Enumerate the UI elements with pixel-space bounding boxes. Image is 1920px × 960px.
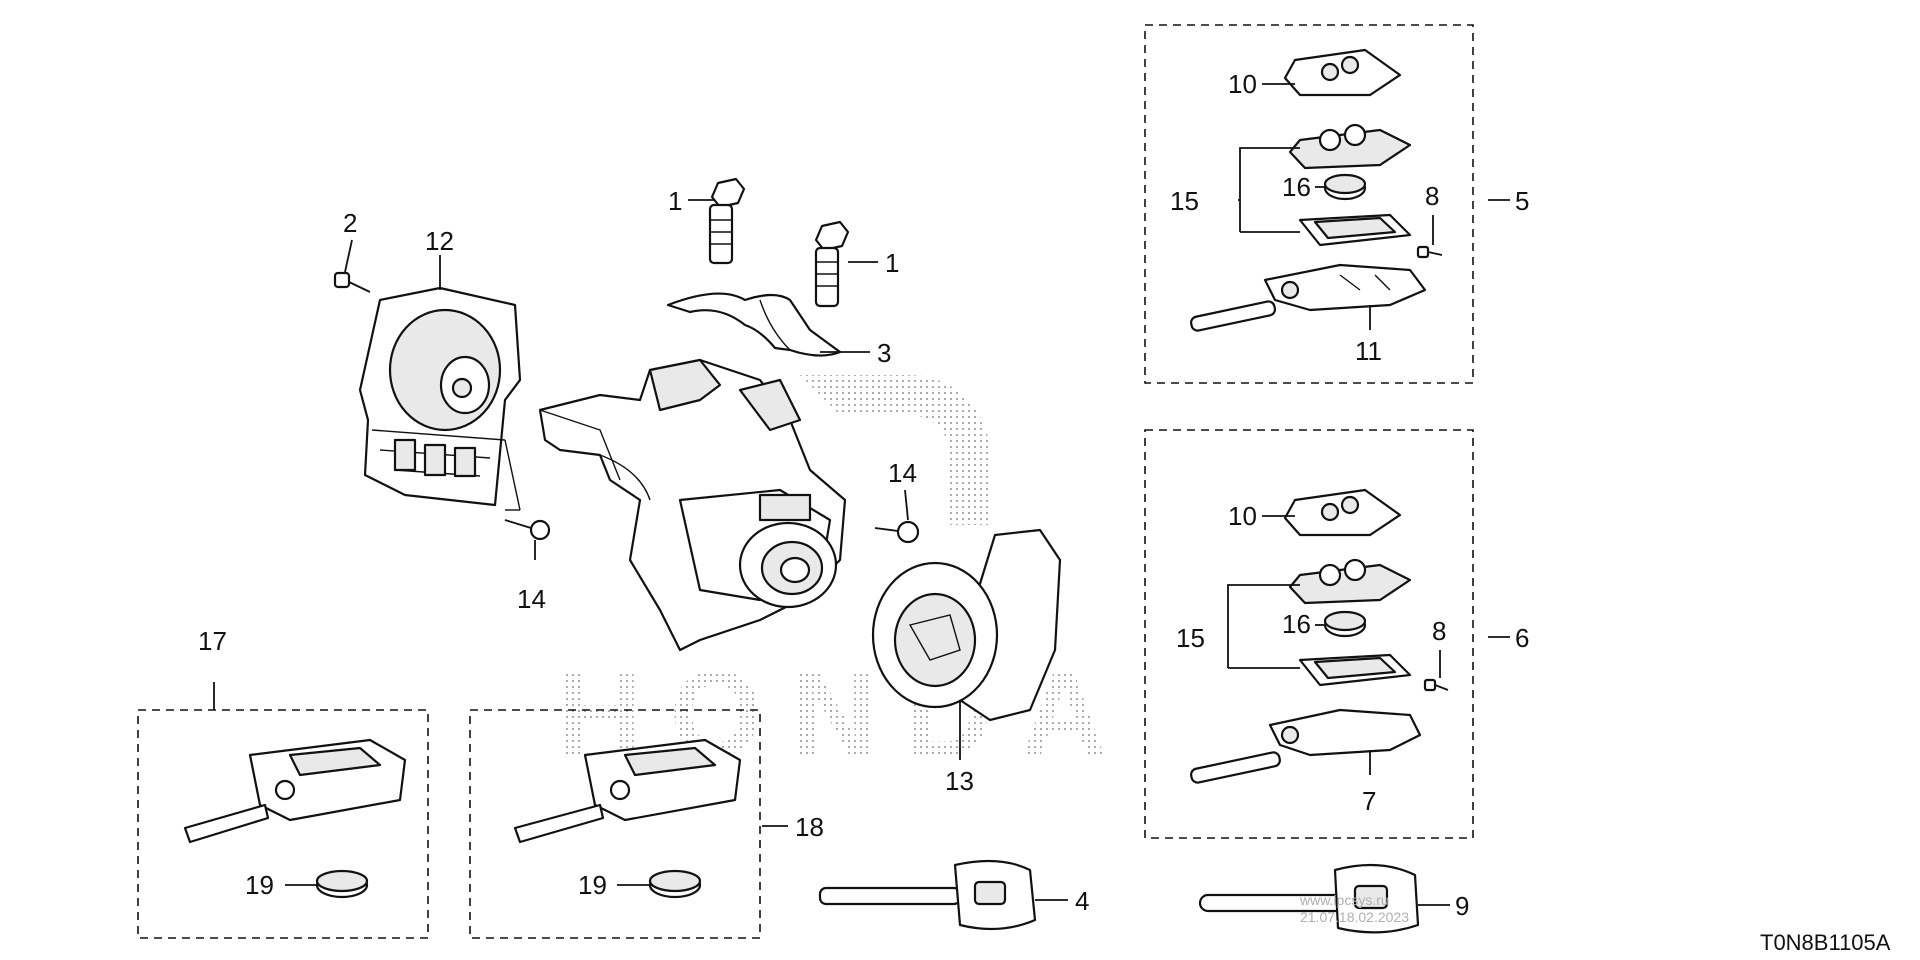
lock-cylinder[interactable] bbox=[738, 521, 838, 609]
callout-16-upper[interactable]: 16 bbox=[1282, 172, 1311, 202]
screw-part-8-top[interactable] bbox=[1416, 245, 1443, 259]
callout-15-upper[interactable]: 15 bbox=[1170, 186, 1199, 216]
leader-lines bbox=[213, 83, 1510, 906]
battery-part-19-right[interactable] bbox=[648, 869, 702, 899]
callout-1-lower[interactable]: 1 bbox=[885, 248, 899, 278]
callout-7[interactable]: 7 bbox=[1362, 786, 1376, 816]
group-6-parts bbox=[1190, 488, 1449, 784]
switch-pad-bottom[interactable] bbox=[1288, 558, 1412, 605]
callout-4[interactable]: 4 bbox=[1075, 886, 1089, 916]
ignition-switch-part-12[interactable] bbox=[358, 286, 522, 507]
callout-18[interactable]: 18 bbox=[795, 812, 824, 842]
keypad-cover-part-10-bottom[interactable] bbox=[1283, 488, 1402, 537]
site-watermark-url: www.ipcsys.ru bbox=[1299, 892, 1389, 908]
bolt-part-1-lower[interactable] bbox=[814, 220, 850, 308]
screw-part-14-right[interactable] bbox=[874, 520, 920, 544]
callout-11[interactable]: 11 bbox=[1355, 336, 1382, 366]
callout-16-lower[interactable]: 16 bbox=[1282, 609, 1311, 639]
callout-5[interactable]: 5 bbox=[1515, 186, 1529, 216]
screw-part-2[interactable] bbox=[333, 271, 371, 293]
diagram-code: T0N8B1105A bbox=[1760, 930, 1891, 955]
callout-17[interactable]: 17 bbox=[198, 626, 227, 656]
screw-part-14-left[interactable] bbox=[504, 519, 551, 541]
battery-part-16-top[interactable] bbox=[1323, 173, 1367, 201]
group-box-6 bbox=[1144, 429, 1474, 839]
clamp-part-3[interactable] bbox=[666, 292, 842, 357]
callout-8-lower[interactable]: 8 bbox=[1432, 616, 1446, 646]
callout-19-right[interactable]: 19 bbox=[578, 870, 607, 900]
circuit-board-bottom[interactable] bbox=[1298, 653, 1412, 687]
callout-12[interactable]: 12 bbox=[425, 226, 454, 256]
group-box-17 bbox=[137, 709, 429, 939]
circuit-board-top[interactable] bbox=[1298, 213, 1412, 247]
callout-14-right[interactable]: 14 bbox=[888, 458, 917, 488]
callout-3[interactable]: 3 bbox=[877, 338, 891, 368]
site-watermark-stamp: 21.07.18.02.2023 bbox=[1300, 909, 1409, 925]
immobilizer-unit-part-13[interactable] bbox=[871, 528, 1062, 722]
screw-part-8-bottom[interactable] bbox=[1423, 678, 1449, 692]
callout-10-lower[interactable]: 10 bbox=[1228, 501, 1257, 531]
bolt-part-1-upper[interactable] bbox=[708, 177, 746, 265]
callout-19-left[interactable]: 19 bbox=[245, 870, 274, 900]
remote-key-part-17[interactable] bbox=[183, 738, 407, 844]
key-part-9[interactable] bbox=[1198, 863, 1420, 934]
group-5-parts bbox=[1190, 48, 1443, 332]
key-shell-part-11[interactable] bbox=[1190, 263, 1427, 332]
battery-part-16-bottom[interactable] bbox=[1323, 610, 1367, 638]
callout-labels: 1 1 2 3 4 5 6 7 8 8 9 10 10 11 12 13 14 … bbox=[198, 69, 1529, 921]
callout-9[interactable]: 9 bbox=[1455, 891, 1469, 921]
callout-15-lower[interactable]: 15 bbox=[1176, 623, 1205, 653]
callout-13[interactable]: 13 bbox=[945, 766, 974, 796]
callout-2[interactable]: 2 bbox=[343, 208, 357, 238]
key-blank-part-7[interactable] bbox=[1190, 708, 1422, 784]
keypad-cover-part-10-top[interactable] bbox=[1283, 48, 1402, 97]
group-box-18 bbox=[469, 709, 761, 939]
callout-6[interactable]: 6 bbox=[1515, 623, 1529, 653]
group-box-5 bbox=[1144, 24, 1474, 384]
key-part-4[interactable] bbox=[818, 859, 1037, 931]
callout-10-upper[interactable]: 10 bbox=[1228, 69, 1257, 99]
switch-pad-top[interactable] bbox=[1288, 123, 1412, 170]
callout-8-upper[interactable]: 8 bbox=[1425, 181, 1439, 211]
battery-part-19-left[interactable] bbox=[315, 869, 369, 899]
callout-1-upper[interactable]: 1 bbox=[668, 186, 682, 216]
site-watermark: www.ipcsys.ru 21.07.18.02.2023 bbox=[1299, 892, 1409, 925]
callout-14-left[interactable]: 14 bbox=[517, 584, 546, 614]
remote-key-part-18[interactable] bbox=[513, 738, 742, 844]
